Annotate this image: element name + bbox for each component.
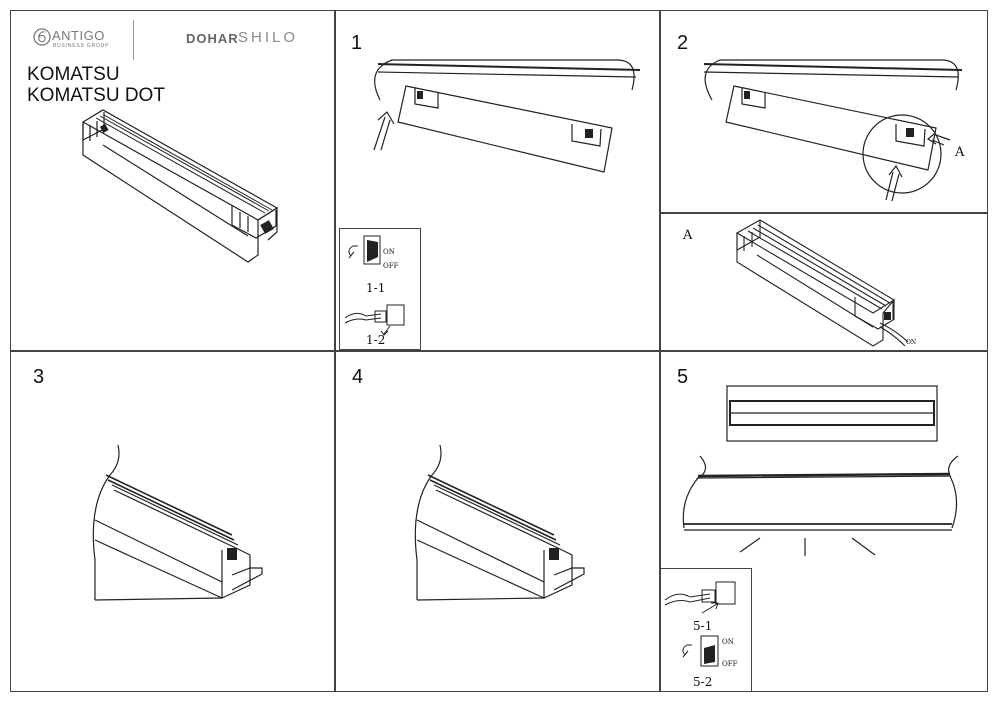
step-number-1: 1 xyxy=(351,32,363,54)
switch-off-label-1: OFF xyxy=(383,262,399,270)
brand-separator xyxy=(133,20,134,60)
step-number-2: 2 xyxy=(677,32,689,54)
switch-on-label-5: ON xyxy=(722,638,734,646)
brand-dohar: DOHAR xyxy=(186,31,239,46)
step-number-5: 5 xyxy=(677,366,689,388)
grid-divider-h-main xyxy=(10,350,988,352)
step-number-4: 4 xyxy=(352,366,364,388)
switch-on-label-1: ON xyxy=(383,248,395,256)
product-name-line1: KOMATSU xyxy=(27,64,120,85)
substep-label-1-2: 1-2 xyxy=(366,333,386,347)
brand-shilo: SHILO xyxy=(238,29,299,46)
antigo-logo-subtext: BUSINESS GROUP xyxy=(53,43,110,49)
antigo-logo-text: ANTIGO xyxy=(52,28,105,43)
antigo-logo-icon xyxy=(33,28,51,46)
switch-off-label-5: OFF xyxy=(722,660,738,668)
callout-label-a: A xyxy=(955,145,965,160)
substep-label-5-1: 5-1 xyxy=(693,619,713,633)
inset-switch-step1 xyxy=(339,228,421,350)
substep-label-1-1: 1-1 xyxy=(366,281,386,295)
product-name-line2: KOMATSU DOT xyxy=(27,85,165,106)
product-luminaire-illustration xyxy=(81,109,279,263)
detail-label-a: A xyxy=(683,228,693,243)
step-number-3: 3 xyxy=(33,366,45,388)
substep-label-5-2: 5-2 xyxy=(693,675,713,689)
grid-divider-h-right xyxy=(659,212,988,214)
detail-on-label: ON xyxy=(906,339,917,346)
inset-switch-step5 xyxy=(659,568,752,692)
